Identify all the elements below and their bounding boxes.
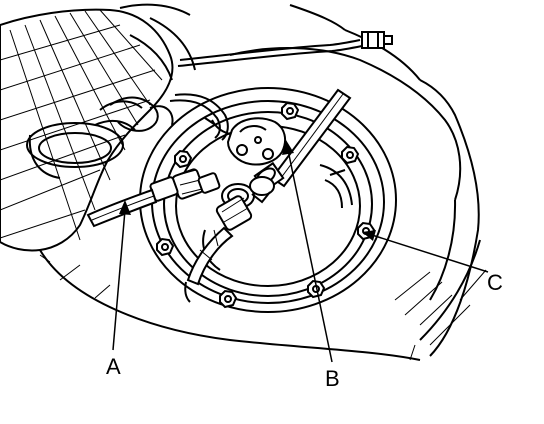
bolt-icon [174, 149, 193, 169]
arrowhead-c-icon [362, 230, 376, 241]
arrowhead-b-icon [282, 140, 294, 155]
access-hole [26, 122, 124, 179]
leader-line-a [112, 209, 126, 351]
pump-connector [204, 117, 287, 166]
lower-hose [184, 226, 234, 303]
leader-line-b [287, 149, 333, 363]
leader-arrowheads [119, 140, 376, 241]
bolt-icon [219, 289, 238, 309]
trim-flap [0, 3, 196, 252]
quick-connect-fittings [149, 168, 275, 231]
callout-label-b: B [325, 366, 340, 391]
callout-label-c: C [487, 270, 503, 295]
bolt-icon [156, 237, 175, 257]
callout-label-a: A [106, 354, 121, 379]
leader-line-c [371, 234, 489, 273]
arrowhead-a-icon [119, 200, 131, 215]
bolt-icon [341, 145, 360, 165]
leader-lines [112, 149, 489, 363]
bolt-icon [281, 101, 300, 121]
body-panel [39, 4, 487, 361]
wire-harness [94, 31, 393, 141]
pump-flange [139, 87, 397, 313]
